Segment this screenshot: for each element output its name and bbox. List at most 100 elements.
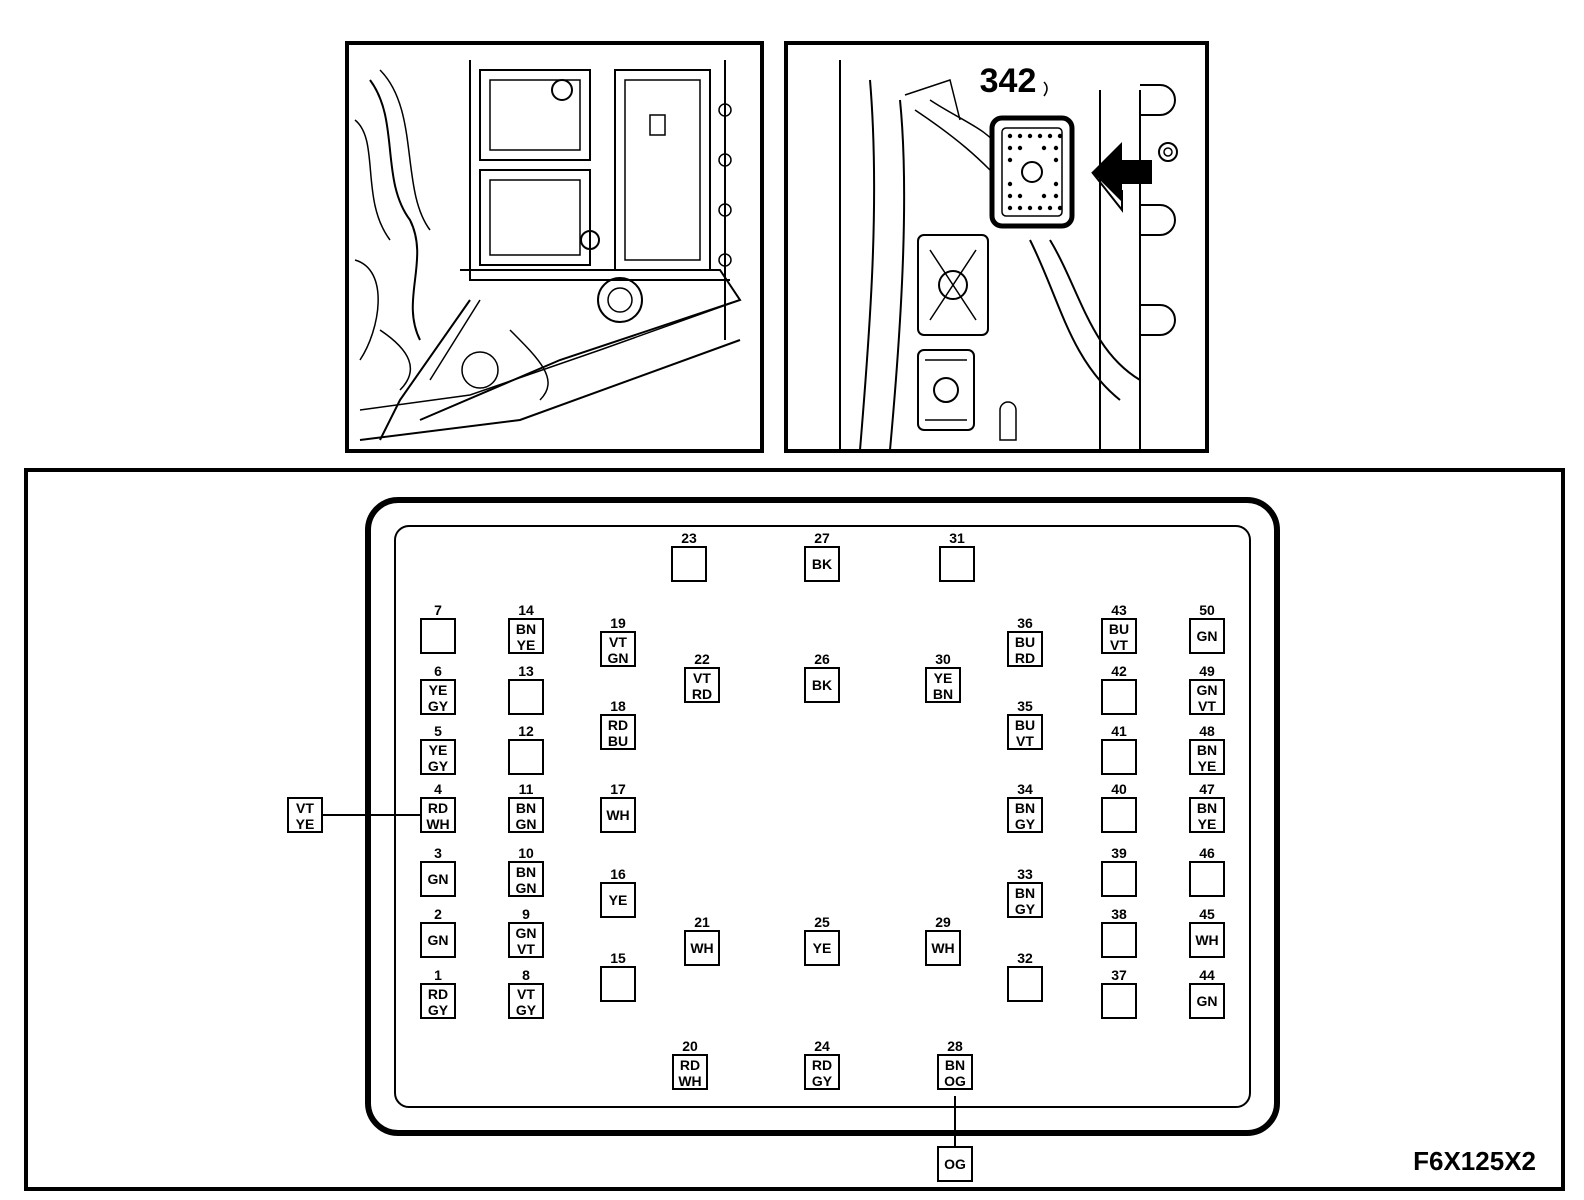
pin-cavity: [1101, 983, 1137, 1019]
pin-number: 36: [1017, 615, 1033, 631]
pin-cavity: [1007, 966, 1043, 1002]
pin-cavity: [804, 546, 840, 582]
pin-cavity: [1007, 714, 1043, 750]
pin-42: 42: [1101, 663, 1137, 715]
pin-wire-color-stripe: WH: [426, 816, 449, 832]
pin-wire-color-primary: BU: [1015, 717, 1035, 733]
pin-number: 26: [814, 651, 830, 667]
pin-number: 2: [434, 906, 442, 922]
pin-cavity: [600, 966, 636, 1002]
pin-wire-color: GN: [428, 871, 449, 887]
pin-number: 35: [1017, 698, 1033, 714]
pin-wire-color-stripe: OG: [944, 1073, 966, 1089]
pin-wire-color-stripe: YE: [1198, 758, 1217, 774]
pin-wire-color-primary: VT: [693, 670, 711, 686]
pin-number: 13: [518, 663, 534, 679]
pin-cavity: [508, 797, 544, 833]
pin-wire-color-stripe: VT: [1110, 637, 1128, 653]
pin-wire-color-stripe: GN: [516, 816, 537, 832]
pin-number: 24: [814, 1038, 830, 1054]
pin-cavity: [600, 631, 636, 667]
pin-cavity: [939, 546, 975, 582]
pin-number: 16: [610, 866, 626, 882]
external-wire-color: OG: [944, 1156, 966, 1172]
pin-wire-color-stripe: GY: [516, 1002, 537, 1018]
pin-cavity: [804, 667, 840, 703]
pin-number: 20: [682, 1038, 698, 1054]
pin-number: 32: [1017, 950, 1033, 966]
pin-cavity: [1101, 739, 1137, 775]
pin-wire-color: YE: [813, 940, 832, 956]
pin-wire-color: WH: [1195, 932, 1218, 948]
pin-number: 34: [1017, 781, 1033, 797]
pin-number: 19: [610, 615, 626, 631]
pin-wire-color-primary: RD: [812, 1057, 832, 1073]
pin-wire-color: WH: [606, 807, 629, 823]
pin-37: 37: [1101, 967, 1137, 1019]
pin-cavity: [1007, 882, 1043, 918]
pin-number: 28: [947, 1038, 963, 1054]
pin-wire-color-stripe: BN: [933, 686, 953, 702]
pin-wire-color: BK: [812, 556, 832, 572]
pin-cavity: [671, 546, 707, 582]
pin-number: 29: [935, 914, 951, 930]
pin-12: 12: [508, 723, 544, 775]
pin-wire-color-primary: VT: [517, 986, 535, 1002]
pin-number: 42: [1111, 663, 1127, 679]
pin-number: 43: [1111, 602, 1127, 618]
pin-cavity: [684, 930, 720, 966]
pin-number: 1: [434, 967, 442, 983]
pin-cavity: [420, 861, 456, 897]
pin-number: 38: [1111, 906, 1127, 922]
pin-wire-color: BK: [812, 677, 832, 693]
pin-wire-color-primary: BU: [1109, 621, 1129, 637]
pin-number: 37: [1111, 967, 1127, 983]
pin-41: 41: [1101, 723, 1137, 775]
pin-32: 32: [1007, 950, 1043, 1002]
pin-number: 23: [681, 530, 697, 546]
pin-cavity: [1101, 679, 1137, 715]
pin-wire-color-primary: VT: [609, 634, 627, 650]
pin-wire-color: GN: [1197, 628, 1218, 644]
pin-wire-color-primary: YE: [429, 682, 448, 698]
pin-wire-color-primary: BN: [1015, 885, 1035, 901]
pin-wire-color-primary: BN: [1197, 742, 1217, 758]
external-wire-color-primary: VT: [296, 800, 314, 816]
pin-wire-color-primary: BU: [1015, 634, 1035, 650]
callout-label: 342: [980, 62, 1037, 100]
connector-inner-face: [394, 525, 1251, 1108]
pin-cavity: [508, 983, 544, 1019]
pin-wire-color-stripe: BU: [608, 733, 628, 749]
pin-wire-color: GN: [1197, 993, 1218, 1009]
pin-cavity: [420, 797, 456, 833]
pin-grid: 1RDGY2GN3GN4RDWH5YEGY6YEGY78VTGY9GNVT10B…: [420, 530, 1225, 1090]
pin-cavity: [804, 930, 840, 966]
pin-number: 8: [522, 967, 530, 983]
pin-number: 5: [434, 723, 442, 739]
pin-cavity: [420, 739, 456, 775]
pin-wire-color-stripe: WH: [678, 1073, 701, 1089]
pin-wire-color: WH: [690, 940, 713, 956]
pin-wire-color-stripe: GY: [1015, 816, 1036, 832]
pin-number: 30: [935, 651, 951, 667]
pin-wire-color-stripe: VT: [517, 941, 535, 957]
pin-number: 4: [434, 781, 442, 797]
pin-number: 21: [694, 914, 710, 930]
pin-number: 33: [1017, 866, 1033, 882]
